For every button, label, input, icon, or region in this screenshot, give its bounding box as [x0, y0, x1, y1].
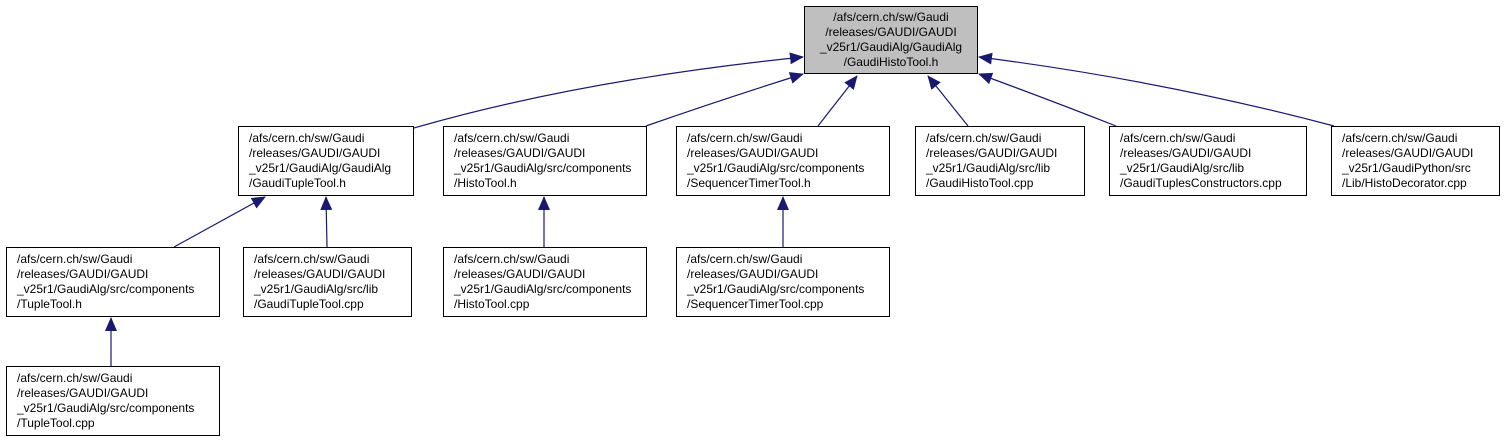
edge-gaudi-histo-tool-cpp-to-gaudi-histo-tool-h [927, 75, 969, 127]
node-label-line: /afs/cern.ch/sw/Gaudi [833, 10, 949, 24]
node-label-line: /afs/cern.ch/sw/Gaudi [17, 371, 133, 385]
node-label-line: /releases/GAUDI/GAUDI [454, 146, 586, 160]
node-gaudi-tuple-tool-h[interactable]: /afs/cern.ch/sw/Gaudi/releases/GAUDI/GAU… [238, 126, 414, 196]
node-sequencer-timer-tool-h[interactable]: /afs/cern.ch/sw/Gaudi/releases/GAUDI/GAU… [676, 126, 890, 196]
edge-gaudi-tuple-tool-cpp-to-gaudi-tuple-tool-h [320, 196, 333, 248]
node-label-line: /releases/GAUDI/GAUDI [687, 267, 819, 281]
edge-tuple-tool-h-to-gaudi-tuple-tool-h [173, 196, 266, 248]
node-label-line: /SequencerTimerTool.h [687, 176, 811, 190]
node-gaudi-tuple-tool-cpp[interactable]: /afs/cern.ch/sw/Gaudi/releases/GAUDI/GAU… [243, 247, 412, 317]
node-label-line: /TupleTool.cpp [17, 416, 95, 430]
edge-gaudi-tuples-constructors-cpp-to-gaudi-histo-tool-h [978, 72, 1117, 127]
node-label-line: /afs/cern.ch/sw/Gaudi [254, 252, 370, 266]
node-label-line: /afs/cern.ch/sw/Gaudi [17, 252, 133, 266]
node-label-line: /GaudiHistoTool.cpp [926, 176, 1034, 190]
node-label-line: /HistoTool.cpp [454, 297, 530, 311]
edge-histo-tool-h-to-gaudi-histo-tool-h [645, 72, 804, 127]
node-label-line: /GaudiHistoTool.h [843, 55, 939, 69]
node-label-line: /releases/GAUDI/GAUDI [1342, 146, 1474, 160]
node-label-line: /releases/GAUDI/GAUDI [926, 146, 1058, 160]
node-label-line: /releases/GAUDI/GAUDI [454, 267, 586, 281]
node-label-line: /releases/GAUDI/GAUDI [825, 25, 957, 39]
node-label-line: /afs/cern.ch/sw/Gaudi [454, 252, 570, 266]
node-label-line: /afs/cern.ch/sw/Gaudi [1120, 131, 1236, 145]
node-label-line: _v25r1/GaudiAlg/src/components [687, 161, 865, 175]
node-label-line: /Lib/HistoDecorator.cpp [1342, 176, 1467, 190]
node-label-line: _v25r1/GaudiAlg/GaudiAlg [249, 161, 392, 175]
node-label-line: /SequencerTimerTool.cpp [687, 297, 824, 311]
node-label-line: /afs/cern.ch/sw/Gaudi [1342, 131, 1458, 145]
node-label-line: _v25r1/GaudiPython/src [1342, 161, 1471, 175]
node-label-line: /afs/cern.ch/sw/Gaudi [249, 131, 365, 145]
node-histo-tool-h[interactable]: /afs/cern.ch/sw/Gaudi/releases/GAUDI/GAU… [443, 126, 647, 196]
edge-histo-decorator-cpp-to-gaudi-histo-tool-h [978, 52, 1335, 127]
node-label-line: /releases/GAUDI/GAUDI [1120, 146, 1252, 160]
node-label-line: /releases/GAUDI/GAUDI [254, 267, 386, 281]
node-label-line: _v25r1/GaudiAlg/src/components [17, 282, 195, 296]
node-label-line: /releases/GAUDI/GAUDI [17, 267, 149, 281]
node-gaudi-histo-tool-cpp[interactable]: /afs/cern.ch/sw/Gaudi/releases/GAUDI/GAU… [915, 126, 1085, 196]
edge-sequencer-timer-tool-h-to-gaudi-histo-tool-h [817, 75, 858, 127]
node-label-line: /releases/GAUDI/GAUDI [687, 146, 819, 160]
node-label-line: _v25r1/GaudiAlg/src/lib [1120, 161, 1245, 175]
node-label-line: _v25r1/GaudiAlg/GaudiAlg [819, 40, 963, 54]
node-label-line: _v25r1/GaudiAlg/src/lib [926, 161, 1051, 175]
node-label-line: /afs/cern.ch/sw/Gaudi [687, 131, 803, 145]
node-label-line: _v25r1/GaudiAlg/src/components [454, 161, 632, 175]
node-label-line: /afs/cern.ch/sw/Gaudi [687, 252, 803, 266]
node-gaudi-tuples-constructors-cpp[interactable]: /afs/cern.ch/sw/Gaudi/releases/GAUDI/GAU… [1109, 126, 1307, 196]
node-tuple-tool-h[interactable]: /afs/cern.ch/sw/Gaudi/releases/GAUDI/GAU… [6, 247, 220, 317]
node-label-line: /releases/GAUDI/GAUDI [17, 386, 149, 400]
node-label-line: /GaudiTupleTool.h [249, 176, 346, 190]
node-sequencer-timer-tool-cpp[interactable]: /afs/cern.ch/sw/Gaudi/releases/GAUDI/GAU… [676, 247, 890, 317]
node-label-line: /TupleTool.h [17, 297, 82, 311]
node-label-line: /afs/cern.ch/sw/Gaudi [926, 131, 1042, 145]
node-label-line: _v25r1/GaudiAlg/src/components [687, 282, 865, 296]
node-gaudi-histo-tool-h: /afs/cern.ch/sw/Gaudi/releases/GAUDI/GAU… [804, 6, 978, 74]
node-label-line: /afs/cern.ch/sw/Gaudi [454, 131, 570, 145]
node-histo-tool-cpp[interactable]: /afs/cern.ch/sw/Gaudi/releases/GAUDI/GAU… [443, 247, 647, 317]
node-label-line: _v25r1/GaudiAlg/src/components [454, 282, 632, 296]
node-label-line: /releases/GAUDI/GAUDI [249, 146, 381, 160]
node-label-line: _v25r1/GaudiAlg/src/components [17, 401, 195, 415]
node-label-line: /HistoTool.h [454, 176, 517, 190]
node-label-line: _v25r1/GaudiAlg/src/lib [254, 282, 379, 296]
node-tuple-tool-cpp[interactable]: /afs/cern.ch/sw/Gaudi/releases/GAUDI/GAU… [6, 366, 220, 436]
node-label-line: /GaudiTupleTool.cpp [254, 297, 364, 311]
node-histo-decorator-cpp[interactable]: /afs/cern.ch/sw/Gaudi/releases/GAUDI/GAU… [1331, 126, 1500, 196]
node-label-line: /GaudiTuplesConstructors.cpp [1120, 176, 1282, 190]
edge-gaudi-tuple-tool-h-to-gaudi-histo-tool-h [413, 52, 804, 129]
